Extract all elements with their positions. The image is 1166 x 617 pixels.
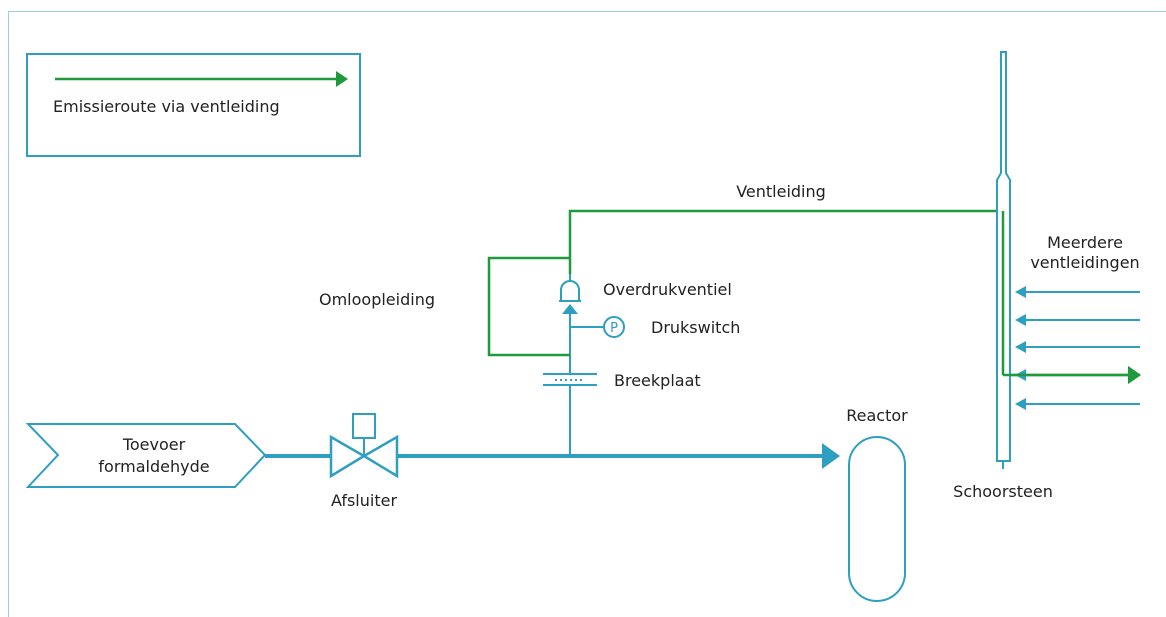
valve-actuator [352,413,376,439]
legend: Emissieroute via ventleiding [26,53,361,157]
bypass-line-label: Omloopleiding [319,290,435,309]
pressure-switch: P Drukswitch [570,316,740,338]
shutoff-valve-label: Afsluiter [331,491,397,510]
relief-valve: Overdrukventiel [559,274,732,314]
pressure-switch-symbol: P [610,321,618,336]
reactor-vessel [848,436,906,602]
legend-label: Emissieroute via ventleiding [53,97,280,116]
feed-inlet-shape [25,423,267,488]
vent-inlet-arrowhead [1015,398,1026,410]
valve-body-left [329,434,367,479]
relief-valve-bonnet [560,280,580,302]
chimney-label: Schoorsteen [953,482,1053,501]
legend-box [26,53,361,157]
feed-inlet: Toevoer formaldehyde [25,423,267,488]
reactor-label: Reactor [846,406,908,425]
bypass-line: Omloopleiding [319,256,570,357]
multiple-vents-label-line2: ventleidingen [1030,253,1139,272]
legend-arrowhead [336,71,348,87]
pipe-arrowhead [822,443,840,469]
feed-label-line1: Toevoer [122,435,186,454]
shutoff-valve: Afsluiter [329,413,399,510]
rupture-disc: Breekplaat [543,371,701,390]
diagram-frame [8,11,1166,617]
vent-inlet-arrowhead [1015,286,1026,298]
pressure-switch-label: Drukswitch [651,318,740,337]
valve-body-right [361,434,399,479]
bypass-pipe [487,256,570,357]
vent-inlet-arrowhead [1015,314,1026,326]
vent-line-label: Ventleiding [736,182,826,201]
emission-outlet-arrowhead [1128,366,1141,384]
vent-inlet-arrowhead [1015,341,1026,353]
reactor: Reactor [846,406,908,602]
rupture-disc-label: Breekplaat [614,371,701,390]
multiple-vents-label-line1: Meerdere [1047,233,1123,252]
relief-valve-arrow [562,304,578,314]
pressure-switch-circle [603,316,625,338]
relief-branch: Breekplaat P Drukswitch Overdrukventiel [543,274,740,456]
relief-valve-label: Overdrukventiel [603,280,732,299]
feed-label-line2: formaldehyde [98,457,209,476]
multiple-vents: Meerdere ventleidingen [1003,233,1141,410]
main-pipe [265,443,840,469]
